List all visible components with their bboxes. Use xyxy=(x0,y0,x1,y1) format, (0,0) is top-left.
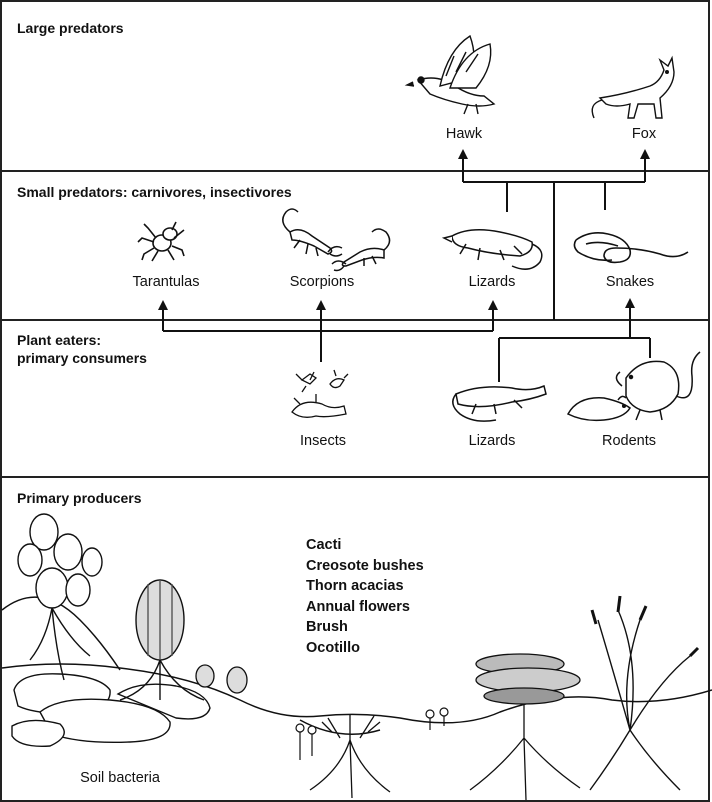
label-rodents: Rodents xyxy=(594,433,664,449)
label-lizards-plant-eaters: Lizards xyxy=(460,433,524,449)
label-soil-bacteria: Soil bacteria xyxy=(70,770,170,786)
label-lizards-small-predators: Lizards xyxy=(460,274,524,290)
producer-item: Cacti xyxy=(306,535,424,556)
label-snakes: Snakes xyxy=(598,274,662,290)
snake-icon xyxy=(574,233,688,263)
producer-item: Thorn acacias xyxy=(306,576,424,597)
rock-icon xyxy=(12,674,210,746)
lizard-icon xyxy=(453,386,546,421)
rodent-icon xyxy=(568,396,630,420)
scorpion-icon xyxy=(332,229,390,271)
producer-item: Annual flowers xyxy=(306,597,424,618)
scorpion-icon xyxy=(283,209,342,256)
acacia-tree-icon xyxy=(470,654,580,800)
fox-icon xyxy=(592,58,674,118)
producer-item: Creosote bushes xyxy=(306,556,424,577)
producers-list: Cacti Creosote bushes Thorn acacias Annu… xyxy=(306,535,424,658)
label-fox: Fox xyxy=(624,126,664,142)
cactus-icon xyxy=(196,665,247,693)
label-hawk: Hawk xyxy=(440,126,488,142)
label-scorpions: Scorpions xyxy=(280,274,364,290)
insects-icon xyxy=(292,370,348,417)
producer-item: Brush xyxy=(306,617,424,638)
producer-item: Ocotillo xyxy=(306,638,424,659)
food-web-connectors xyxy=(163,154,650,382)
tarantula-icon xyxy=(138,222,184,261)
label-tarantulas: Tarantulas xyxy=(120,274,212,290)
label-insects: Insects xyxy=(292,433,354,449)
hawk-icon xyxy=(407,36,494,114)
ocotillo-icon xyxy=(590,596,698,790)
lizard-icon xyxy=(444,230,542,269)
brush-icon xyxy=(310,714,390,798)
